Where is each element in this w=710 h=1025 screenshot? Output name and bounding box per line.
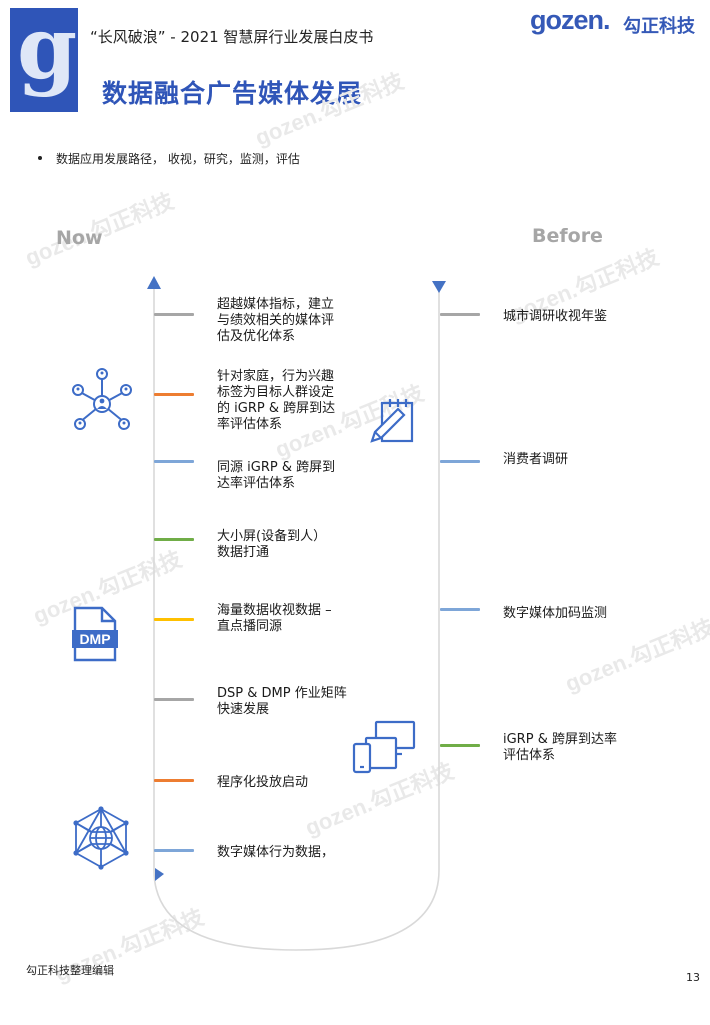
- bullet-text: 数据应用发展路径， 收视，研究，监测，评估: [56, 152, 300, 166]
- page-title: 数据融合广告媒体发展: [102, 79, 363, 108]
- devices-icon: [352, 720, 416, 774]
- now-item: 海量数据收视数据 – 直点播同源: [217, 603, 332, 634]
- now-item: 大小屏(设备到人） 数据打通: [217, 529, 327, 560]
- now-tick: [154, 313, 194, 316]
- dmp-icon-label: DMP: [79, 631, 110, 647]
- before-arrow-down: [432, 281, 446, 293]
- now-tick: [154, 393, 194, 396]
- before-item: 数字媒体加码监测: [503, 606, 608, 621]
- bullet-point: 数据应用发展路径， 收视，研究，监测，评估: [38, 150, 300, 167]
- now-tick: [154, 698, 194, 701]
- footer-note: 勾正科技整理编辑: [26, 964, 114, 977]
- people-network-icon: [72, 368, 132, 430]
- now-tick: [154, 538, 194, 541]
- now-item: 程序化投放启动: [217, 775, 309, 790]
- bullet-dot: [38, 155, 42, 160]
- dmp-file-icon: DMP: [72, 606, 118, 662]
- now-tick: [154, 460, 194, 463]
- before-item: 消费者调研: [503, 452, 569, 467]
- now-start-marker: [155, 868, 164, 881]
- now-item: 数字媒体行为数据，: [217, 845, 335, 860]
- pencil-note-icon: [370, 399, 414, 443]
- logo-block: g: [10, 8, 78, 112]
- now-tick: [154, 618, 194, 621]
- before-label: Before: [532, 225, 603, 247]
- now-item: 针对家庭，行为兴趣 标签为目标人群设定 的 iGRP & 跨屏到达 率评估体系: [217, 369, 336, 432]
- before-tick: [440, 460, 480, 463]
- now-item: 超越媒体指标，建立 与绩效相关的媒体评 估及优化体系: [217, 297, 335, 344]
- before-item: iGRP & 跨屏到达率 评估体系: [503, 732, 617, 763]
- page-number: 13: [686, 971, 700, 984]
- before-item: 城市调研收视年鉴: [503, 309, 608, 324]
- now-tick: [154, 849, 194, 852]
- now-label: Now: [56, 227, 103, 249]
- now-arrow-up: [147, 276, 161, 289]
- globe-network-icon: [73, 806, 129, 870]
- before-tick: [440, 313, 480, 316]
- now-item: DSP & DMP 作业矩阵 快速发展: [217, 686, 347, 717]
- brand-chinese-name: 勾正科技: [623, 16, 695, 37]
- brand-wordmark: gozen.: [530, 5, 610, 35]
- report-title: “长风破浪” - 2021 智慧屏行业发展白皮书: [90, 28, 374, 46]
- before-tick: [440, 608, 480, 611]
- now-tick: [154, 779, 194, 782]
- timeline-track: [153, 288, 440, 951]
- before-tick: [440, 744, 480, 747]
- logo-letter: g: [17, 8, 78, 99]
- brand-logo: gozen. 勾正科技: [530, 5, 700, 37]
- now-item: 同源 iGRP & 跨屏到 达率评估体系: [217, 460, 336, 491]
